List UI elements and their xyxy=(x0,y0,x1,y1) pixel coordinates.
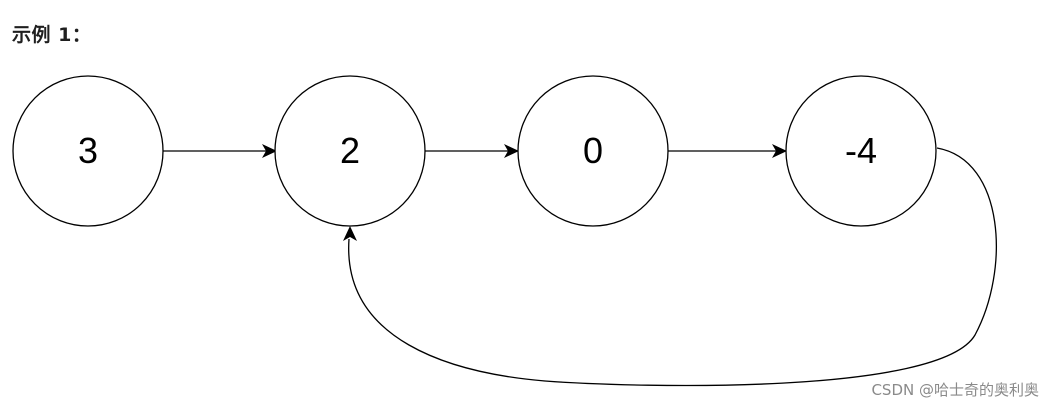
node-circle xyxy=(785,75,937,227)
arrowhead-2-to-3 xyxy=(772,144,787,158)
example-heading: 示例 1： xyxy=(12,24,92,46)
list-node: 2 xyxy=(274,75,426,227)
node-value: -4 xyxy=(845,130,877,171)
edge-3-to-1-loop xyxy=(348,147,997,387)
node-value: 3 xyxy=(78,130,98,171)
list-node: -4 xyxy=(785,75,937,227)
list-node: 0 xyxy=(517,75,669,227)
watermark: CSDN @哈士奇的奥利奥 xyxy=(871,381,1039,399)
node-value: 0 xyxy=(583,130,603,171)
node-circle xyxy=(517,75,669,227)
arrowhead-0-to-1 xyxy=(262,144,277,158)
arrowhead-1-to-2 xyxy=(504,144,519,158)
list-node: 3 xyxy=(12,75,164,227)
node-circle xyxy=(12,75,164,227)
node-circle xyxy=(274,75,426,227)
node-value: 2 xyxy=(340,130,360,171)
arrowhead-3-to-1-loop xyxy=(343,226,357,241)
